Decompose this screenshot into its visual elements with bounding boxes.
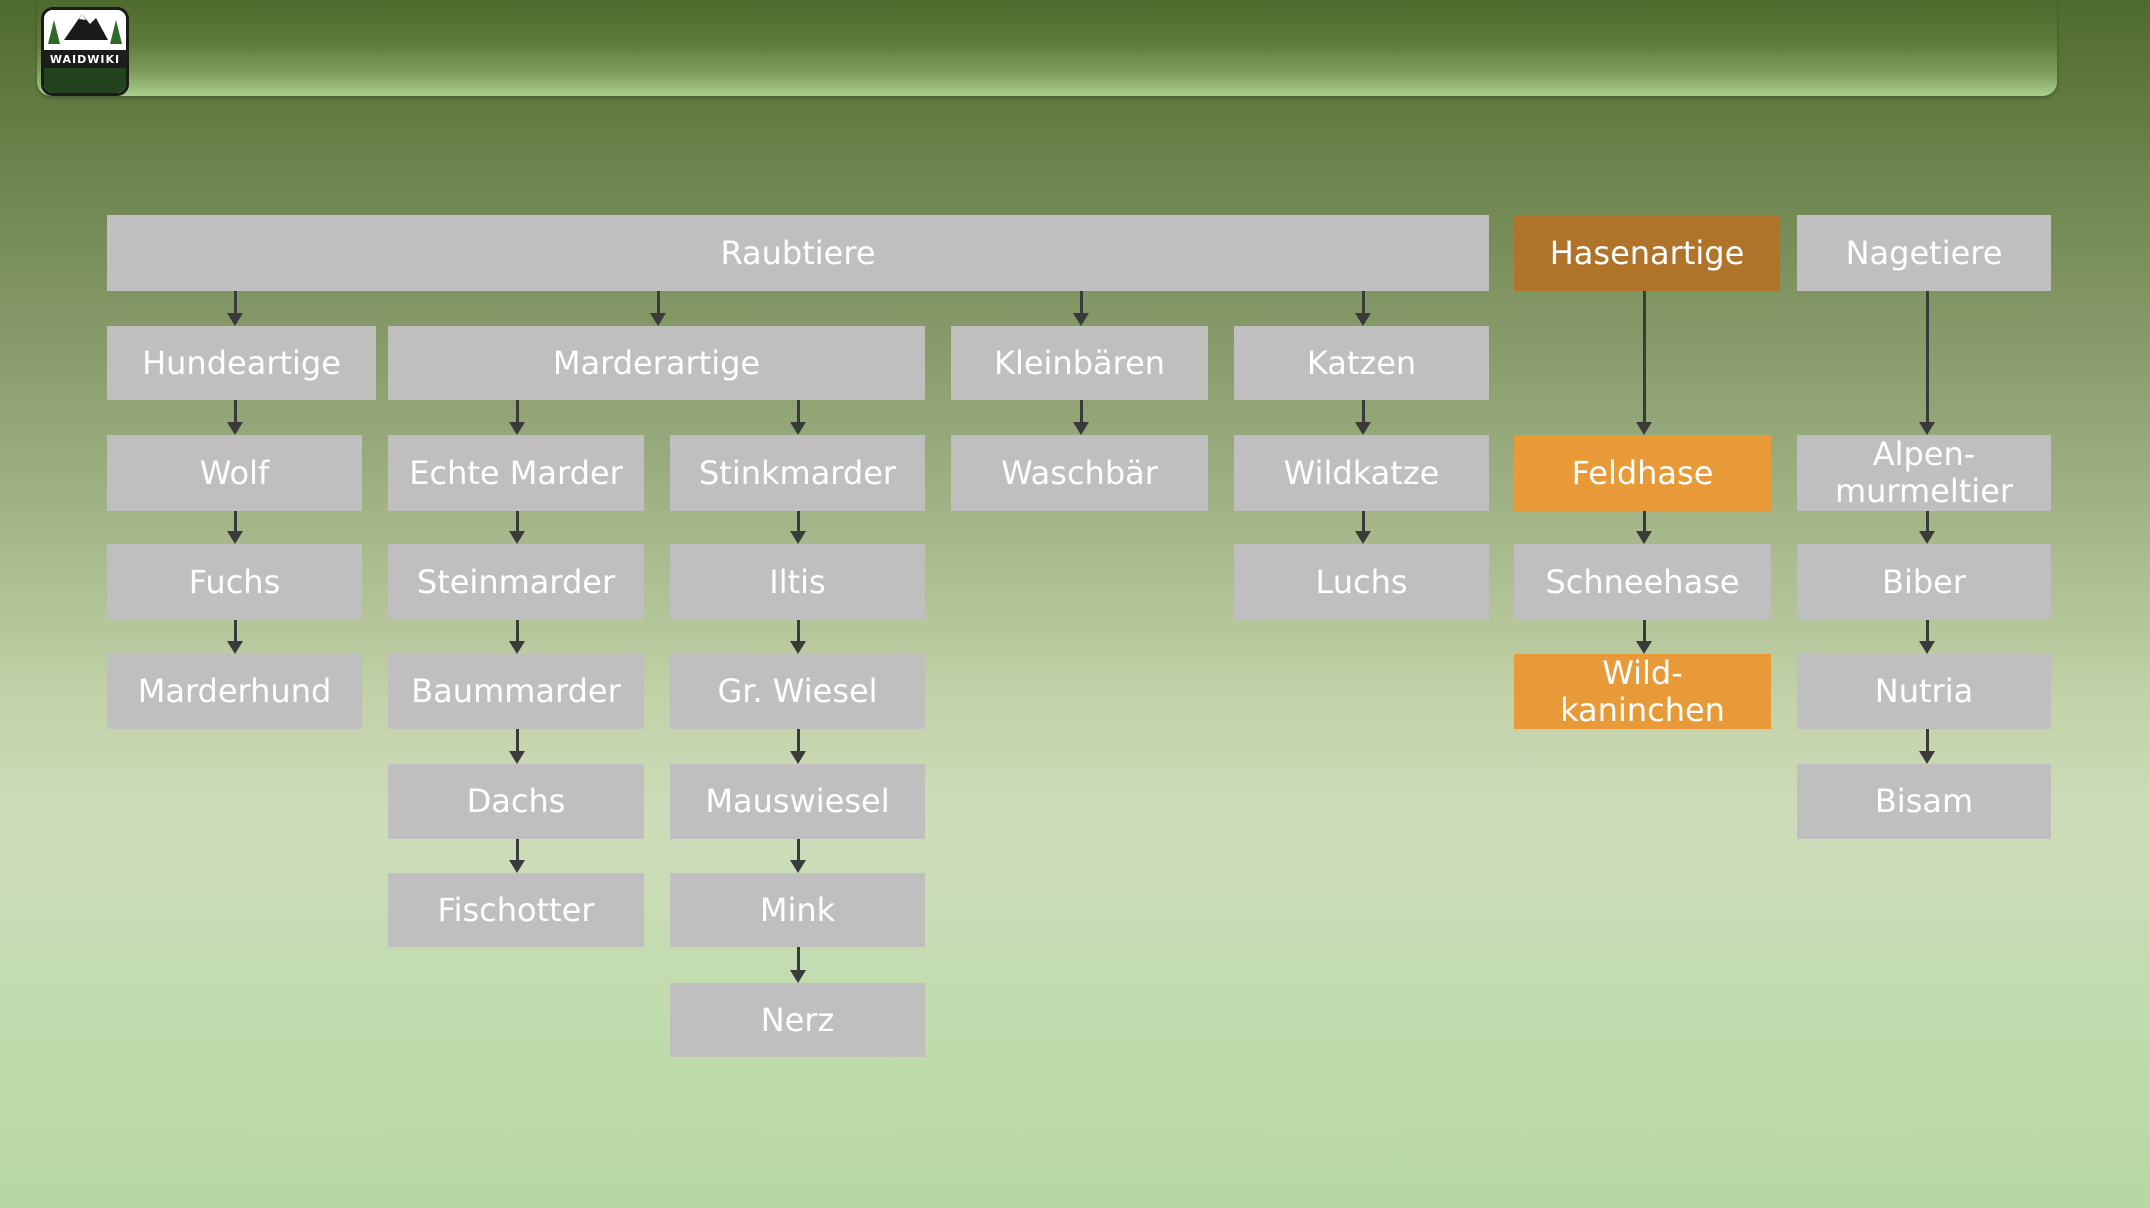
- node-wildkatze: Wildkatze: [1234, 435, 1489, 511]
- node-fuchs: Fuchs: [107, 544, 362, 620]
- logo-text: WAIDWIKI: [44, 49, 126, 69]
- logo-footer: [44, 68, 126, 93]
- node-raubtiere: Raubtiere: [107, 215, 1489, 291]
- node-nagetiere: Nagetiere: [1797, 215, 2051, 291]
- node-schneehase: Schneehase: [1514, 544, 1771, 620]
- node-waschbaer: Waschbär: [951, 435, 1208, 511]
- node-echte-marder: Echte Marder: [388, 435, 644, 511]
- node-nerz: Nerz: [670, 983, 925, 1057]
- node-gr-wiesel: Gr. Wiesel: [670, 654, 925, 729]
- node-feldhase: Feldhase: [1514, 435, 1771, 511]
- node-mauswiesel: Mauswiesel: [670, 764, 925, 839]
- node-wildkaninchen: Wild- kaninchen: [1514, 654, 1771, 729]
- node-iltis: Iltis: [670, 544, 925, 620]
- node-marderhund: Marderhund: [107, 654, 362, 729]
- node-nutria: Nutria: [1797, 654, 2051, 729]
- node-baummarder: Baummarder: [388, 654, 644, 729]
- node-mink: Mink: [670, 873, 925, 947]
- node-biber: Biber: [1797, 544, 2051, 620]
- node-steinmarder: Steinmarder: [388, 544, 644, 620]
- node-hasenartige: Hasenartige: [1514, 215, 1780, 291]
- node-stinkmarder: Stinkmarder: [670, 435, 925, 511]
- node-bisam: Bisam: [1797, 764, 2051, 839]
- node-alpenmurmeltier: Alpen- murmeltier: [1797, 435, 2051, 511]
- node-luchs: Luchs: [1234, 544, 1489, 620]
- node-fischotter: Fischotter: [388, 873, 644, 947]
- node-marderartige: Marderartige: [388, 326, 925, 400]
- waidwiki-logo[interactable]: WAIDWIKI: [41, 7, 129, 96]
- node-wolf: Wolf: [107, 435, 362, 511]
- node-katzen: Katzen: [1234, 326, 1489, 400]
- header-bar: [37, 0, 2057, 96]
- mountain-trees-icon: [44, 10, 126, 50]
- node-hundeartige: Hundeartige: [107, 326, 376, 400]
- node-kleinbaeren: Kleinbären: [951, 326, 1208, 400]
- node-dachs: Dachs: [388, 764, 644, 839]
